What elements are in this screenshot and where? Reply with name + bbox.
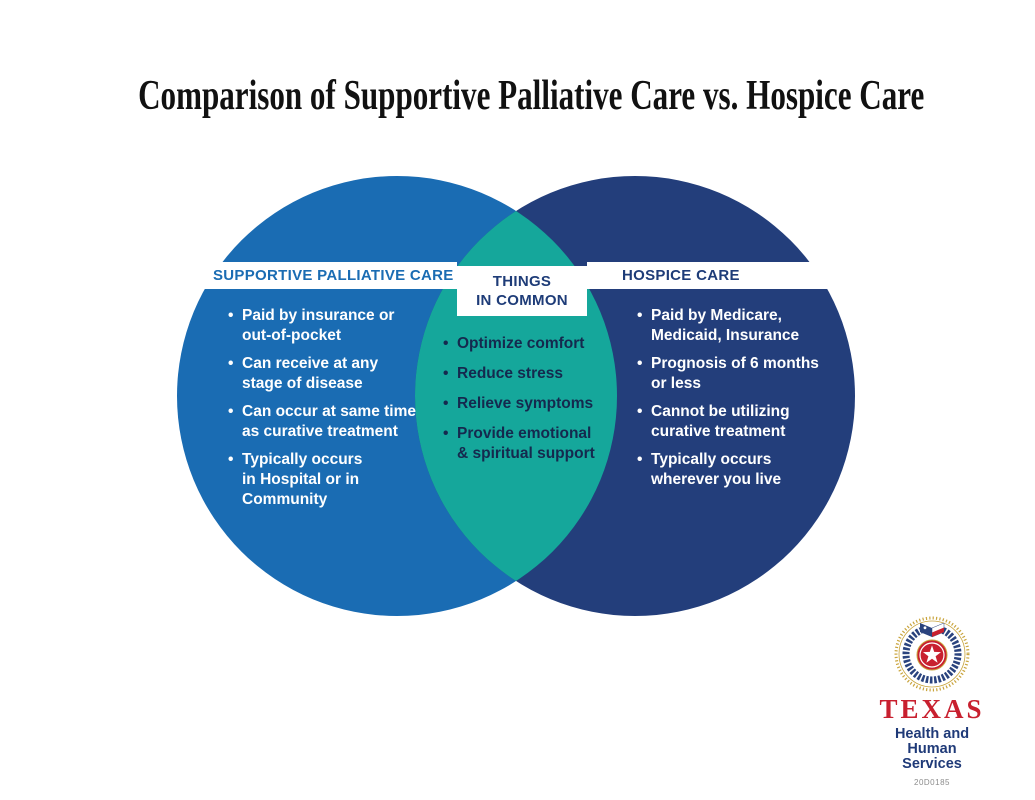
list-item-text: Cannot be utilizing curative treatment bbox=[651, 403, 790, 440]
seal-white-ring bbox=[919, 642, 945, 668]
list-item: Cannot be utilizing curative treatment bbox=[637, 402, 842, 442]
list-item-text: Paid by Medicare, Medicaid, Insurance bbox=[651, 307, 800, 344]
list-item: Typically occurs wherever you live bbox=[637, 450, 842, 490]
seal-star bbox=[923, 645, 941, 663]
overlap-heading: THINGS IN COMMON bbox=[476, 273, 568, 309]
list-item-text: Typically occurs wherever you live bbox=[651, 451, 782, 488]
header-band-right bbox=[587, 262, 1035, 289]
document-code: 20D0185 bbox=[914, 778, 950, 787]
list-item-text: Provide emotional & spiritual support bbox=[457, 425, 595, 462]
header-band-left bbox=[0, 262, 457, 289]
left-circle-list: Paid by insurance or out-of-pocket Can r… bbox=[228, 306, 443, 518]
agency-logo: TEXAS Health and Human Services 20D0185 bbox=[872, 614, 992, 788]
left-circle-heading: SUPPORTIVE PALLIATIVE CARE bbox=[213, 267, 454, 284]
list-item: Can receive at any stage of disease bbox=[228, 354, 443, 394]
list-item-text: Reduce stress bbox=[457, 365, 563, 382]
list-item-text: Relieve symptoms bbox=[457, 395, 594, 412]
list-item: Can occur at same time as curative treat… bbox=[228, 402, 443, 442]
list-item-text: Prognosis of 6 months or less bbox=[651, 355, 819, 392]
right-circle-heading: HOSPICE CARE bbox=[622, 267, 740, 284]
list-item: Provide emotional & spiritual support bbox=[443, 424, 613, 464]
list-item: Optimize comfort bbox=[443, 334, 613, 354]
list-item: Paid by insurance or out-of-pocket bbox=[228, 306, 443, 346]
list-item-text: Typically occurs in Hospital or in Commu… bbox=[242, 451, 363, 508]
seal-flag bbox=[920, 622, 945, 638]
list-item-text: Can receive at any stage of disease bbox=[242, 355, 379, 392]
seal-wreath bbox=[902, 627, 962, 684]
page-title: Comparison of Supportive Palliative Care… bbox=[0, 74, 1035, 118]
texas-wordmark: TEXAS bbox=[879, 694, 985, 724]
agency-name: Health and Human Services bbox=[894, 726, 970, 772]
right-circle-list: Paid by Medicare, Medicaid, Insurance Pr… bbox=[637, 306, 842, 498]
list-item: Relieve symptoms bbox=[443, 394, 613, 414]
list-item-text: Paid by insurance or out-of-pocket bbox=[242, 307, 395, 344]
page-title-text: Comparison of Supportive Palliative Care… bbox=[138, 73, 925, 119]
list-item: Prognosis of 6 months or less bbox=[637, 354, 842, 394]
list-item-text: Optimize comfort bbox=[457, 335, 585, 352]
list-item: Paid by Medicare, Medicaid, Insurance bbox=[637, 306, 842, 346]
overlap-list: Optimize comfort Reduce stress Relieve s… bbox=[443, 334, 613, 474]
list-item: Reduce stress bbox=[443, 364, 613, 384]
list-item-text: Can occur at same time as curative treat… bbox=[242, 403, 417, 440]
list-item: Typically occurs in Hospital or in Commu… bbox=[228, 450, 443, 510]
center-label-box bbox=[457, 266, 587, 316]
texas-seal-icon bbox=[894, 616, 970, 692]
